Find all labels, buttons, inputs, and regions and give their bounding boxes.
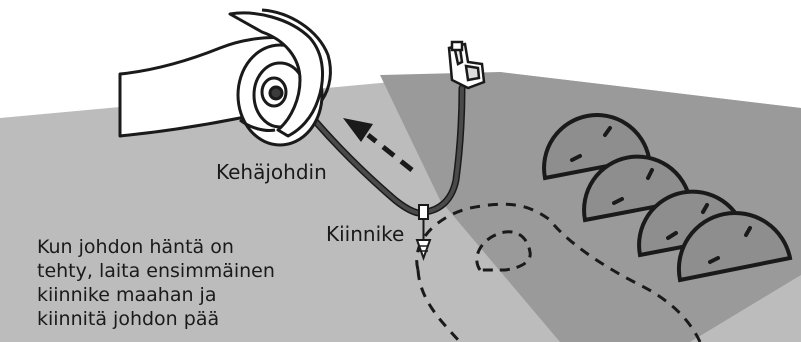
boundary-wire-label: Kehäjohdin [216, 160, 327, 184]
instruction-line: Kun johdon häntä on [37, 236, 234, 258]
stepping-stones [542, 113, 793, 283]
wire-to-connector-fill [423, 86, 464, 214]
hand-holding-reel-icon [118, 8, 332, 147]
stone-marks [570, 126, 752, 264]
instruction-line: tehty, laita ensimmäinen [37, 260, 275, 282]
staple-icon [415, 204, 432, 261]
inner-obstacle-outline [475, 230, 532, 272]
planned-wire-path-lower [416, 269, 462, 342]
instruction-line: kiinnike maahan ja [37, 284, 217, 306]
planned-wire-path [415, 202, 702, 342]
staple-label: Kiinnike [326, 222, 405, 246]
direction-arrow [343, 118, 414, 172]
instruction-text: Kun johdon häntä on tehty, laita ensimmä… [37, 235, 275, 331]
instruction-line: kiinnitä johdon pää [37, 308, 220, 330]
wire-connector-icon [447, 40, 486, 90]
